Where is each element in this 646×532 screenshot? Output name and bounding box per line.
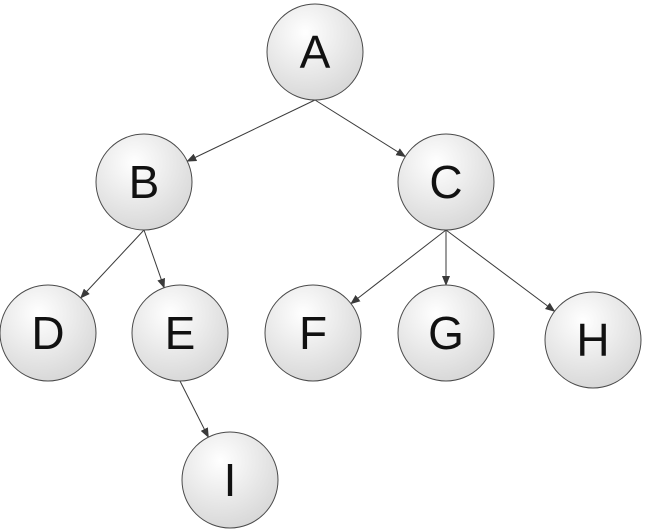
node-h: H <box>544 291 642 389</box>
node-label: F <box>299 307 327 359</box>
node-label: I <box>224 454 237 506</box>
edge-a-b <box>186 99 316 162</box>
node-e: E <box>131 284 229 382</box>
node-g: G <box>397 284 495 382</box>
edge-c-f <box>350 229 447 305</box>
node-i: I <box>181 431 279 529</box>
edge-b-d <box>80 229 145 299</box>
node-circle <box>95 133 193 231</box>
node-label: E <box>165 307 196 359</box>
node-circle <box>264 284 362 382</box>
node-circle <box>397 284 495 382</box>
node-circle <box>0 284 97 382</box>
nodes-layer: A B C D E F G H I <box>0 3 642 529</box>
node-f: F <box>264 284 362 382</box>
node-circle <box>266 3 364 101</box>
node-a: A <box>266 3 364 101</box>
node-b: B <box>95 133 193 231</box>
node-label: A <box>300 26 331 78</box>
node-circle <box>131 284 229 382</box>
node-label: G <box>428 307 464 359</box>
edges-layer <box>80 99 556 439</box>
node-circle <box>397 133 495 231</box>
node-circle <box>544 291 642 389</box>
node-circle <box>181 431 279 529</box>
node-label: B <box>129 156 160 208</box>
node-label: C <box>429 156 462 208</box>
node-label: H <box>576 314 609 366</box>
node-c: C <box>397 133 495 231</box>
edge-e-i <box>179 380 209 439</box>
node-d: D <box>0 284 97 382</box>
edge-a-c <box>314 99 407 158</box>
node-label: D <box>31 307 64 359</box>
edge-b-e <box>143 229 165 289</box>
edge-c-h <box>445 229 556 312</box>
